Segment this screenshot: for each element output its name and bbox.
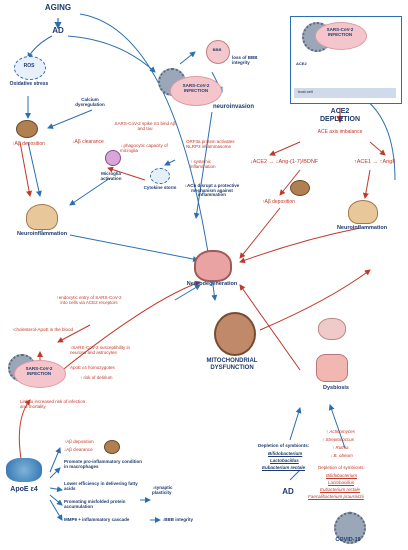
- amyloid-plaque-icon-right: [290, 180, 310, 196]
- bbb-integrity-label: ↓BBB integrity: [162, 517, 194, 522]
- eubacterium-left: Eubacterium rectale: [262, 465, 306, 470]
- link-mortality-label: Link to increased risk of infection and …: [20, 399, 86, 409]
- apoe-label: ApoE ε4: [10, 486, 38, 493]
- ace2-depletion-title-2: DEPLETION: [319, 116, 361, 123]
- endocytic-entry-label: ↑endocytic entry of SARS-CoV-2 into cell…: [56, 295, 122, 305]
- oxidative-stress-label: Oxidative stress: [9, 81, 49, 87]
- ad-label: AD: [52, 26, 64, 35]
- sars-infection-right-label: SARS-CoV-2 INFECTION: [326, 27, 354, 37]
- dysbiosis-label: Dysbiosis: [323, 385, 349, 391]
- bifido-left: Bifidobacterium: [268, 451, 303, 456]
- mito-line1: MITOCHONDRIAL: [206, 358, 258, 364]
- misfolded-protein-label: Promoting misfolded protein accumulation: [64, 499, 126, 509]
- microglia-activation-label: Microglia activation: [100, 171, 122, 181]
- ace2-down-label: ↓ACE2 → ↓Ang-(1-7)/BDNF: [250, 159, 319, 165]
- amyloid-plaque-icon-bottom: [104, 440, 120, 454]
- lacto-right: Lactobacillus: [328, 480, 355, 485]
- ros-icon: [14, 56, 46, 80]
- sars-infection-center-bubble: [170, 76, 222, 106]
- lacto-left: Lactobacillus: [270, 458, 299, 463]
- neuroinvasion-label: neuroinvasion: [213, 104, 255, 110]
- loss-bbb-label: loss of BBB integrity: [232, 55, 258, 65]
- neurodegeneration-label: Neurodegeneration: [186, 281, 238, 287]
- neuron-icon-right: [348, 200, 378, 224]
- lower-efficiency-label: Lower efficiency in delivering fatty aci…: [64, 481, 138, 491]
- bbb-icon: [206, 40, 230, 64]
- bbb-label: BBB: [212, 47, 222, 52]
- neuron-icon-left: [26, 204, 58, 230]
- aging-label: AGING: [44, 3, 72, 12]
- orf3a-label: ORF3a protein activates NLRP3 inflammaso…: [186, 139, 235, 149]
- sars-infection-right-bubble: [315, 22, 367, 50]
- sars-infection-center-label: SARS-CoV-2 INFECTION: [182, 83, 210, 93]
- ace2-receptor-label: ACE2: [296, 61, 307, 66]
- microglia-icon: [105, 150, 121, 166]
- mmp9-label: MMP9 + inflammatory cascade: [64, 517, 130, 522]
- ace2-depletion-title-1: ACE2: [330, 108, 350, 115]
- intestine-icon: [316, 354, 348, 382]
- mitochondria-icon: [214, 312, 256, 356]
- sars-infection-left-label: SARS-CoV-2 INFECTION: [25, 366, 53, 376]
- cytokine-storm-label: Cytokine storm: [143, 185, 177, 190]
- calcium-dysregulation-label: Calcium dysregulation: [75, 97, 105, 107]
- rothia-label: ↑ Rothia: [332, 445, 349, 450]
- ach-label: ↓ACh disrupt a protective mechanism agai…: [184, 183, 240, 198]
- apoe-abeta-clearance-label: ↓Aβ clearance: [64, 447, 93, 452]
- systemic-inflammation-label: ↑ systemic inflammation: [190, 159, 216, 169]
- neuroinflammation-right-label: Neuroinflammation: [336, 225, 388, 231]
- mito-line2: DYSFUNCTION: [210, 365, 254, 371]
- brain-icon-right: [318, 318, 346, 340]
- cholesterol-label: ↑cholesterol-ApoE in the blood: [12, 327, 74, 332]
- ace1-up-label: ↑ACE1 → ↑AngII: [354, 159, 396, 165]
- susceptibility-label: ↑SARS-CoV-2 susceptibility in neurons an…: [70, 345, 131, 355]
- neuroinflammation-left-label: Neuroinflammation: [16, 231, 68, 237]
- depletion-left-title: Depletion of symbionts:: [258, 443, 310, 448]
- faecali-right: Faecalibacterium prausnitzii: [308, 494, 364, 499]
- actinomyces-label: ↑ Actinomyces: [326, 429, 355, 434]
- eubacterium-right: Eubacterium rectale: [320, 487, 361, 492]
- streptococcus-label: ↑ Streptococcus: [322, 437, 355, 442]
- phagocytic-label: ↓ phagocytic capacity of microglia: [120, 143, 168, 153]
- brain-icon-center: [194, 250, 232, 282]
- sars-infection-left-bubble: [14, 360, 66, 388]
- covid-label: COVID-19: [335, 537, 361, 543]
- obeum-label: ↓ B. obeum: [330, 453, 353, 458]
- amyloid-plaque-icon: [16, 120, 38, 138]
- host-cell-label: host cell: [298, 89, 313, 94]
- ad-bottom-label: AD: [282, 487, 294, 496]
- apoe-abeta-deposition-label: ↑Aβ deposition: [64, 439, 94, 444]
- virus-icon-covid: [334, 512, 366, 544]
- apoe-molecule-icon: [6, 458, 42, 482]
- delirium-label: ↑ risk of delirium: [80, 375, 113, 380]
- host-cell-membrane: [294, 88, 396, 98]
- pro-inflammatory-label: Promote pro-inflammatory condition in ma…: [64, 459, 143, 469]
- depletion-right-title: Depletion of symbionts:: [318, 465, 365, 470]
- abeta-deposition-right-label: ↑Aβ deposition: [262, 199, 295, 205]
- homozygotes-label: ApoE ε4 homozygotes: [70, 365, 115, 370]
- ros-label: ROS: [23, 63, 35, 69]
- abeta-deposition-label: ↑Aβ deposition: [12, 141, 45, 147]
- spike-s1-label: SARS-CoV-2 spike S1 bind Aβ and tau: [114, 121, 176, 131]
- abeta-clearance-label: ↓Aβ clearance: [72, 139, 104, 145]
- synaptic-plasticity-label: ↓synaptic plasticity: [152, 485, 173, 495]
- bifido-right: Bifidobacterium: [326, 473, 358, 478]
- ace-axis-imbalance-label: ACE axis imbalance: [317, 129, 363, 135]
- cytokine-icon: [150, 168, 170, 184]
